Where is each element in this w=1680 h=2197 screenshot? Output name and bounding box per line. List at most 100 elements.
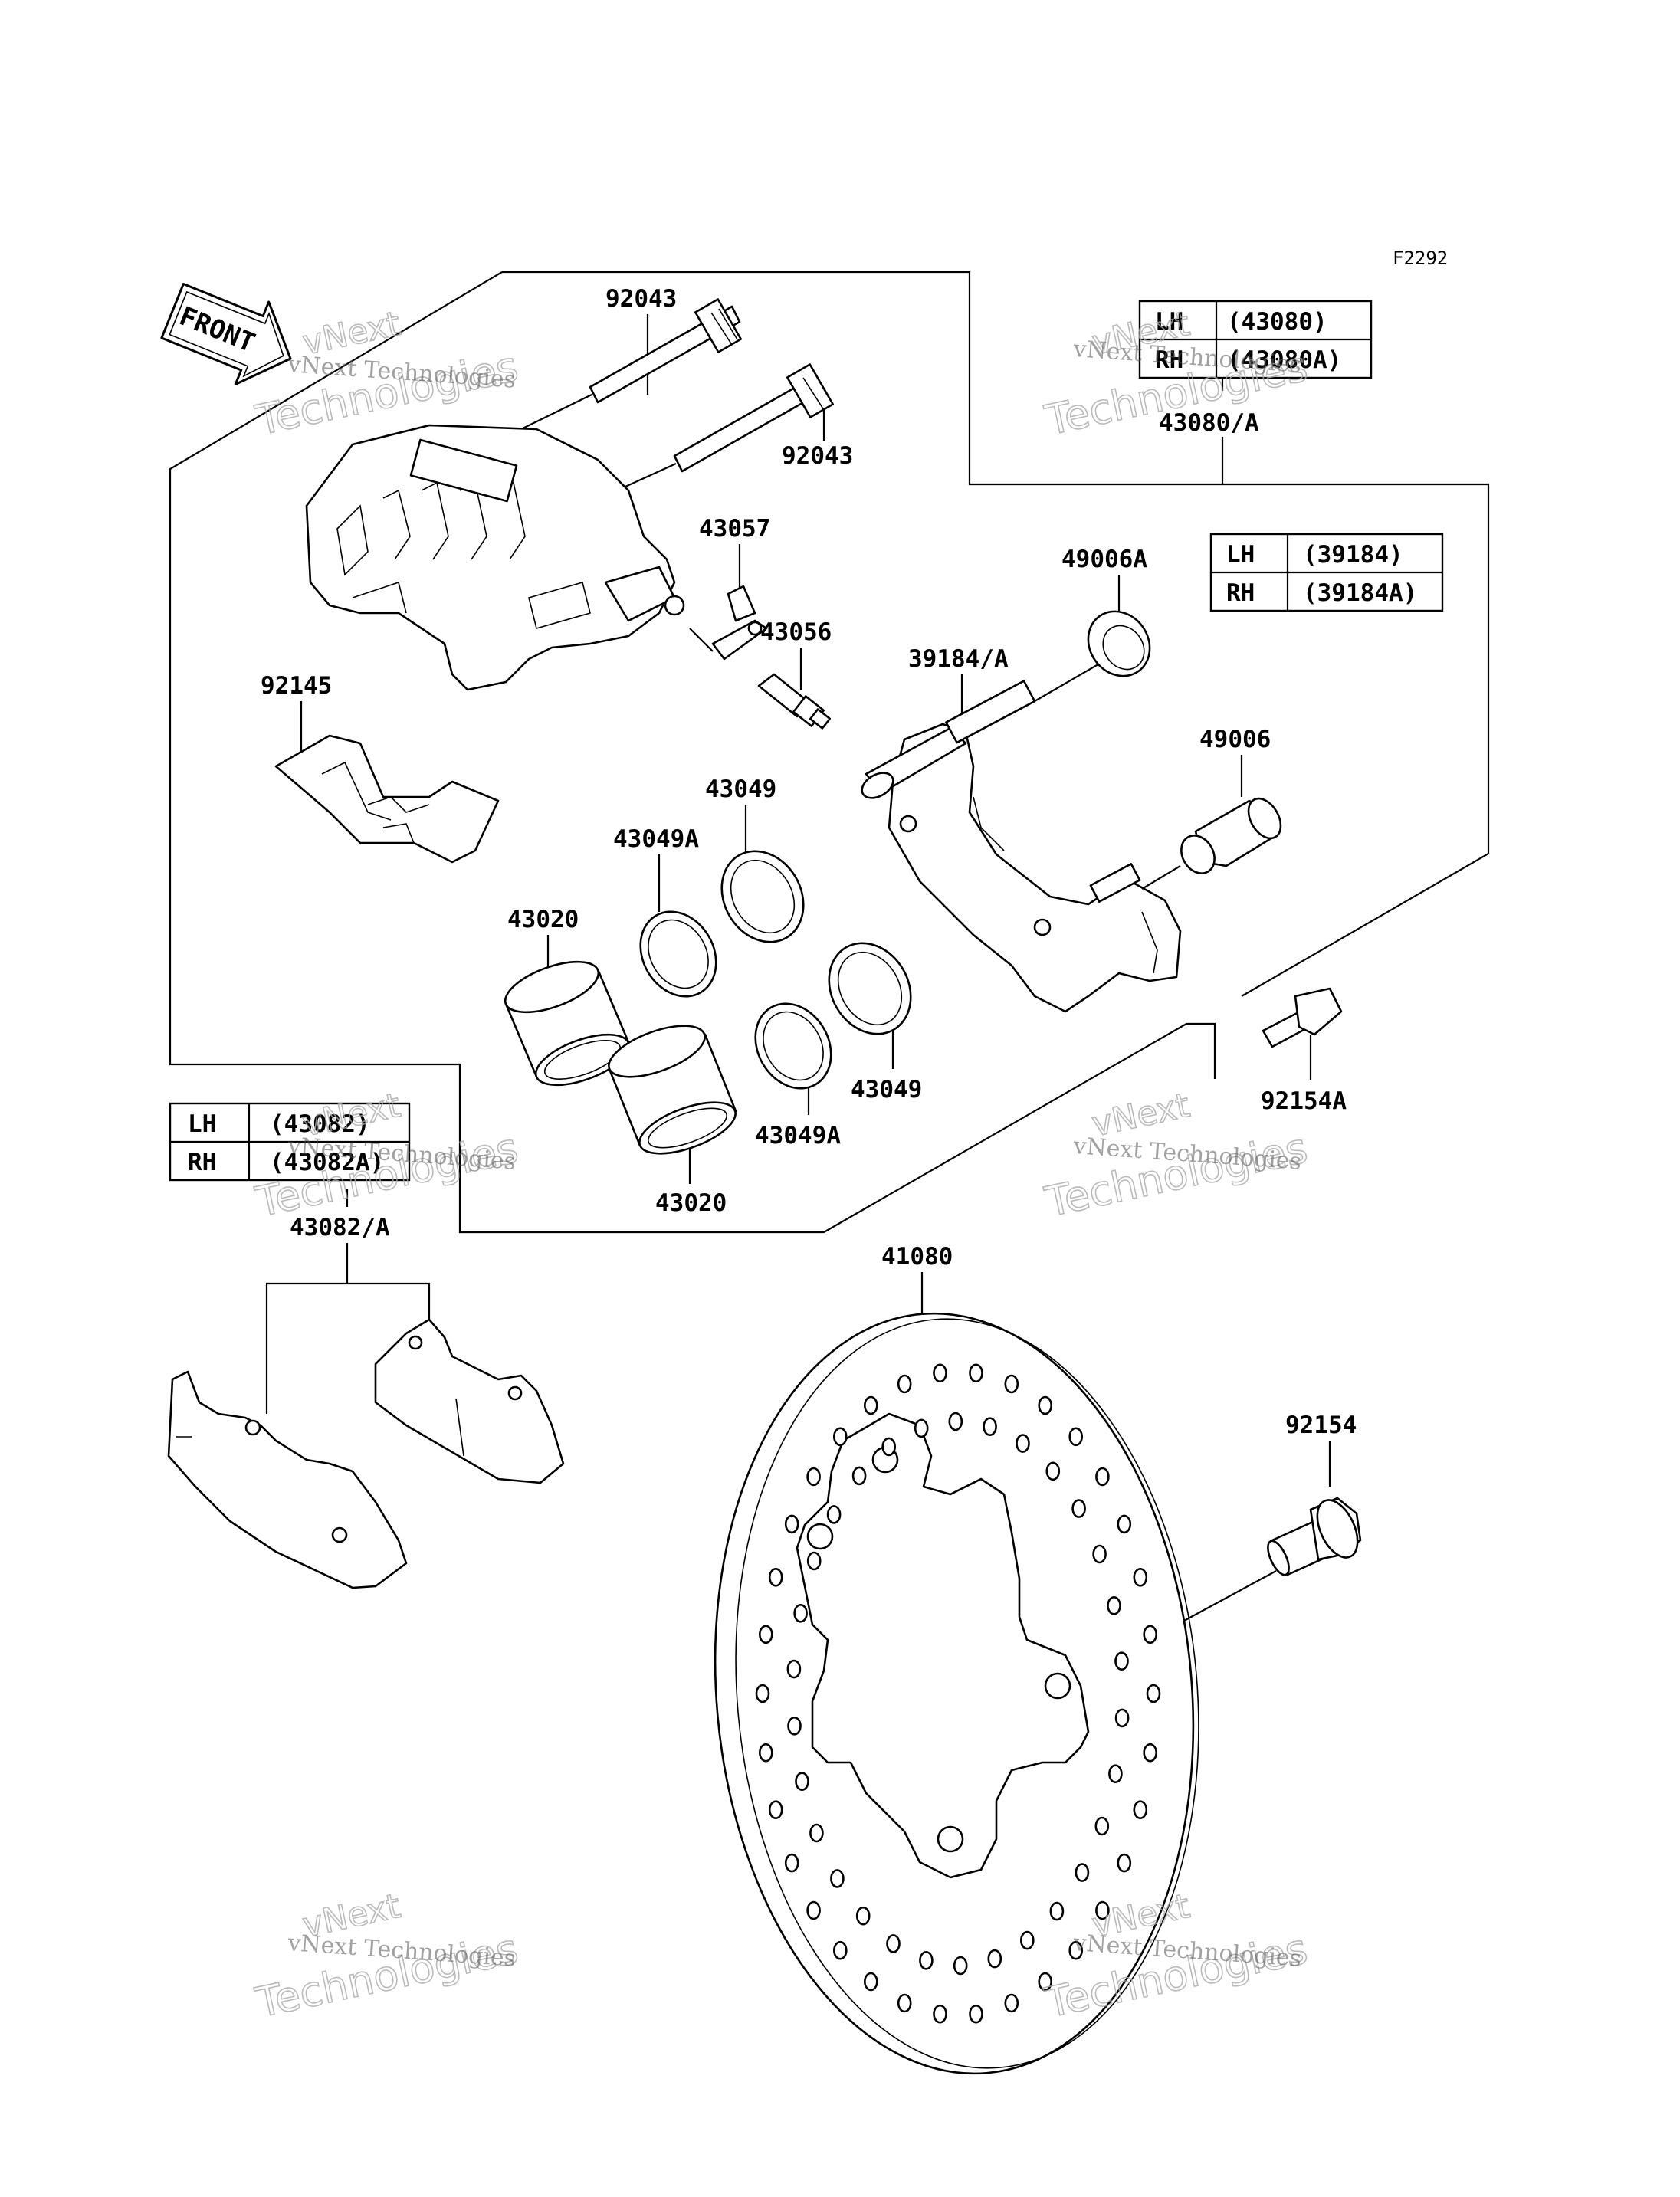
disc-hole: [1092, 1544, 1107, 1564]
disc-hole: [784, 1853, 799, 1873]
caliper-variant-table: LH (43080) RH (43080A): [1138, 300, 1373, 379]
disc-hole: [1146, 1684, 1161, 1703]
bracket-rh-part: (39184A): [1303, 579, 1417, 607]
disc-hole: [1075, 1863, 1090, 1882]
disc-hole: [1045, 1461, 1061, 1481]
disc-hole: [1071, 1499, 1086, 1518]
disc-hole: [1143, 1743, 1157, 1763]
caliper-lh-part: (43080): [1227, 308, 1327, 336]
brake-pad-b: [374, 1318, 565, 1484]
disc-hole: [768, 1800, 783, 1819]
disc-hole: [1004, 1374, 1019, 1394]
caliper-assembly-outline-inner: [1186, 1022, 1216, 1079]
disc-hole: [886, 1934, 901, 1953]
disc-hole: [809, 1823, 824, 1843]
disc-hole: [758, 1743, 773, 1763]
disc-hole: [1094, 1816, 1110, 1836]
disc-hole: [758, 1625, 773, 1644]
pad-spring: [274, 734, 500, 864]
disc-hole: [864, 1395, 878, 1415]
seal-top-a: [639, 910, 717, 998]
disc-hole: [969, 1363, 983, 1383]
label-pads: 43082/A: [290, 1214, 390, 1241]
label-pin-b: 92043: [782, 442, 853, 470]
disc-hole: [897, 1374, 912, 1394]
disc-bolt: [1267, 1497, 1362, 1576]
disc-hole: [1068, 1940, 1083, 1960]
front-arrow-icon: FRONT: [160, 283, 292, 386]
boot-a: [1087, 610, 1151, 677]
disc-hole: [983, 1417, 997, 1436]
label-spring: 92145: [261, 672, 332, 700]
label-seal-top-a: 43049A: [613, 825, 699, 853]
boot: [1180, 797, 1282, 874]
disc-hole: [784, 1514, 799, 1534]
caliper-assembly-outline-left: [169, 271, 1187, 1234]
disc-hole: [755, 1684, 770, 1703]
disc-hole: [1095, 1900, 1110, 1920]
brake-disc: [714, 1312, 1199, 2075]
pads-lh-label: LH: [188, 1110, 216, 1138]
disc-hole: [933, 2004, 947, 2024]
label-seal-bottom-a: 43049A: [755, 1122, 841, 1149]
disc-hole: [1004, 1993, 1019, 2013]
disc-hole: [1117, 1514, 1132, 1534]
disc-hole: [1038, 1395, 1052, 1415]
bleeder-valve: [757, 673, 832, 730]
disc-hole: [833, 1427, 848, 1447]
label-bolt: 92154: [1285, 1412, 1357, 1439]
label-seal-bottom: 43049: [851, 1076, 922, 1103]
seal-bottom-a: [754, 1002, 832, 1090]
brake-pad-a: [167, 1370, 408, 1589]
disc-hole: [864, 1972, 878, 1992]
disc-hole: [1038, 1972, 1052, 1992]
caliper-rh-label: RH: [1155, 346, 1183, 374]
caliper-bracket: [861, 680, 1182, 1013]
bracket-rh-label: RH: [1226, 579, 1255, 607]
disc-hole: [826, 1505, 842, 1524]
label-pin-a: 92043: [605, 285, 677, 313]
pads-rh-label: RH: [188, 1149, 216, 1176]
disc-hole: [1095, 1467, 1110, 1487]
bracket-variant-table: LH (39184) RH (39184A): [1209, 533, 1444, 612]
piston-b: [608, 1025, 737, 1155]
disc-hole: [768, 1568, 783, 1587]
seal-bottom: [828, 942, 912, 1035]
disc-hole: [787, 1717, 802, 1736]
disc-hole: [919, 1951, 934, 1970]
disc-hole: [1020, 1930, 1035, 1950]
disc-hole: [1068, 1427, 1083, 1447]
disc-hole: [969, 2004, 983, 2024]
label-bleeder-valve: 43056: [760, 618, 832, 646]
bolt-a: [1262, 987, 1343, 1048]
pads-variant-table: LH (43082) RH (43082A): [169, 1102, 411, 1182]
disc-hole: [1049, 1901, 1065, 1921]
disc-hole: [806, 1900, 821, 1920]
label-bolt-a: 92154A: [1261, 1087, 1347, 1115]
slide-pin-a: [520, 298, 743, 430]
figure-code: F2292: [1393, 248, 1448, 269]
label-boot-a: 49006A: [1061, 546, 1147, 573]
disc-hole: [855, 1906, 871, 1926]
disc-hole: [806, 1467, 821, 1487]
disc-hole: [1117, 1853, 1132, 1873]
disc-hole: [914, 1418, 929, 1438]
bleeder-cap: [711, 585, 768, 661]
disc-hole: [851, 1466, 867, 1486]
disc-hole: [1016, 1434, 1030, 1453]
label-bracket: 39184/A: [908, 645, 1009, 673]
bracket-lh-label: LH: [1226, 541, 1255, 569]
disc-hole: [795, 1772, 809, 1791]
disc-hole: [830, 1869, 845, 1888]
piston-a: [504, 960, 631, 1087]
caliper-lh-label: LH: [1155, 308, 1183, 336]
disc-hole: [833, 1940, 848, 1960]
disc-hole: [948, 1412, 963, 1431]
label-bleeder-cap: 43057: [699, 515, 770, 543]
disc-hole: [1108, 1764, 1123, 1783]
pads-rh-part: (43082A): [270, 1149, 384, 1176]
disc-hole: [1114, 1651, 1129, 1671]
disc-hole: [933, 1363, 947, 1383]
disc-hole: [1107, 1596, 1121, 1615]
label-piston-a: 43020: [507, 906, 579, 933]
